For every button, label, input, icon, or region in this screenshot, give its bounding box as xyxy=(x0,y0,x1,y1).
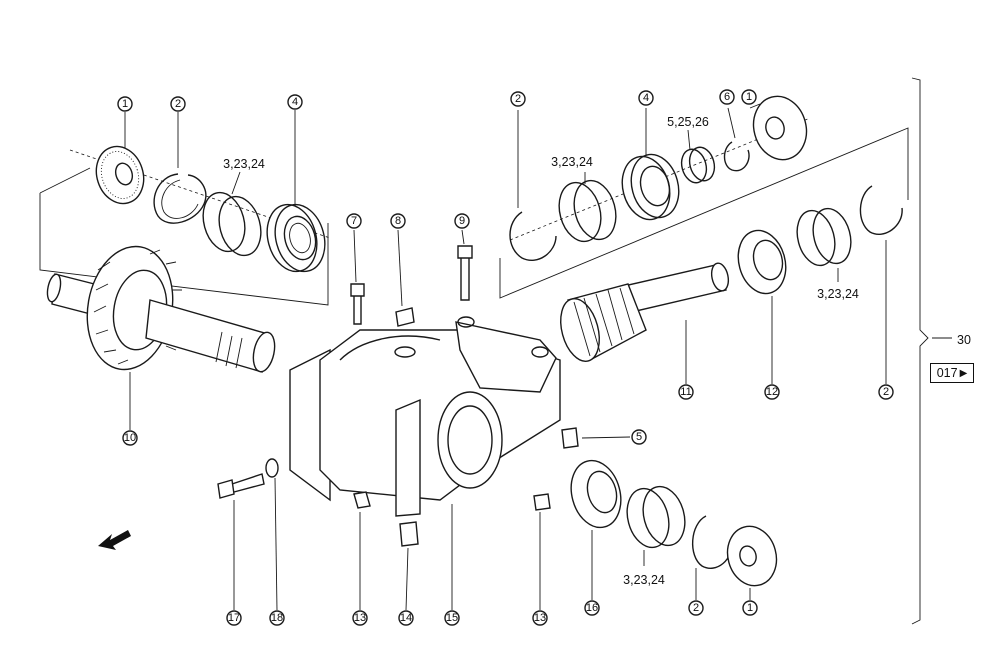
callout-11: 11 xyxy=(680,386,691,398)
callout-3-23-24d: 3,23,24 xyxy=(623,573,665,587)
callout-2b: 2 xyxy=(515,93,521,105)
left-bearing-set xyxy=(39,145,331,306)
callout-16: 16 xyxy=(586,602,598,614)
right-bearing-set xyxy=(499,95,909,299)
pinion-bearing-set xyxy=(737,185,903,295)
callout-1c: 1 xyxy=(747,602,753,614)
callout-labels: 1 2 3,23,24 4 2 3,23,24 4 5,25,26 6 1 7 … xyxy=(122,91,889,624)
direction-arrow-icon xyxy=(98,530,131,550)
callout-10: 10 xyxy=(124,432,136,444)
callout-2d: 2 xyxy=(693,602,699,614)
callout-9: 9 xyxy=(459,215,465,227)
callout-4b: 4 xyxy=(643,92,649,104)
callout-15: 15 xyxy=(446,612,458,624)
triangle-right-icon: ▶ xyxy=(959,367,968,379)
callout-17: 17 xyxy=(228,612,240,624)
output-bearing-set xyxy=(570,459,778,587)
bearing-left xyxy=(266,203,326,273)
fasteners xyxy=(217,245,579,547)
callout-1a: 1 xyxy=(122,98,128,110)
callout-2a: 2 xyxy=(175,98,181,110)
callout-3-23-24a: 3,23,24 xyxy=(223,157,265,171)
crown-wheel-shaft xyxy=(46,245,276,373)
callout-circles xyxy=(117,89,894,626)
callout-8: 8 xyxy=(395,215,401,227)
callout-2c: 2 xyxy=(883,386,889,398)
callout-4a: 4 xyxy=(292,96,298,108)
assembly-reference-button[interactable]: 017 ▶ xyxy=(930,363,974,383)
pinion-shaft xyxy=(560,262,730,362)
felt-seal-left xyxy=(95,145,145,205)
callout-13a: 13 xyxy=(354,612,366,624)
callout-14: 14 xyxy=(400,612,412,624)
callout-5-25-26: 5,25,26 xyxy=(667,115,709,129)
callout-12: 12 xyxy=(766,386,778,398)
callout-7: 7 xyxy=(351,215,357,227)
leader-lines xyxy=(124,103,887,611)
callout-13b: 13 xyxy=(534,612,546,624)
callout-6: 6 xyxy=(724,91,730,103)
callout-3-23-24c: 3,23,24 xyxy=(817,287,859,301)
gearbox-housing xyxy=(289,316,561,517)
callout-3-23-24b: 3,23,24 xyxy=(551,155,593,169)
group-number-label: 30 xyxy=(957,333,971,347)
callout-5: 5 xyxy=(636,431,642,443)
callout-1b: 1 xyxy=(746,91,752,103)
callout-18: 18 xyxy=(271,612,283,624)
assembly-reference-label: 017 xyxy=(936,366,958,380)
group-bracket xyxy=(911,77,952,625)
